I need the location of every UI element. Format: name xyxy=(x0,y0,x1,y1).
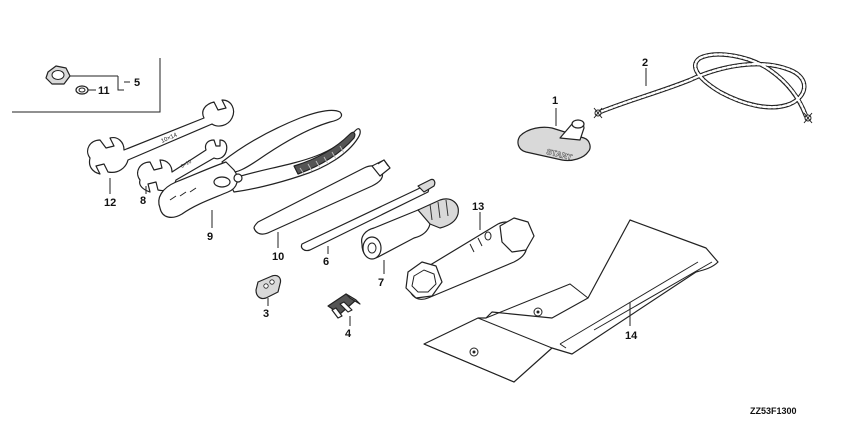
nut-part xyxy=(45,65,71,85)
open-end-wrench-8: 8×10 xyxy=(137,139,228,193)
inset-frame xyxy=(12,58,161,113)
starter-rope-2 xyxy=(593,52,813,124)
callout-10: 10 xyxy=(272,251,284,263)
callout-5: 5 xyxy=(134,77,140,89)
screwdriver-shaft-6 xyxy=(300,178,436,252)
callout-9: 9 xyxy=(207,231,213,243)
callout-6: 6 xyxy=(323,256,329,268)
callout-13: 13 xyxy=(472,201,484,213)
nut-washer-inset: 5 11 xyxy=(12,58,161,113)
diagram-code: ZZ53F1300 xyxy=(750,406,797,416)
callout-11: 11 xyxy=(98,85,110,97)
callout-2: 2 xyxy=(642,57,648,69)
washer-part xyxy=(75,85,89,95)
spark-plug-wrench-13 xyxy=(405,217,535,300)
callout-12: 12 xyxy=(104,197,116,209)
callout-14: 14 xyxy=(625,330,638,342)
wrench-8-stamp: 8×10 xyxy=(180,159,193,170)
callout-4: 4 xyxy=(345,328,352,340)
callout-7: 7 xyxy=(378,277,384,289)
fuse-part-4 xyxy=(327,293,361,319)
pliers-part xyxy=(158,109,361,218)
screwdriver-grip-10 xyxy=(253,159,391,235)
callout-8: 8 xyxy=(140,195,146,207)
plug-wrench-handle-7 xyxy=(361,198,459,260)
starter-grip-1: START xyxy=(517,119,591,162)
clip-part-3 xyxy=(255,274,282,300)
callout-1: 1 xyxy=(552,95,558,107)
callout-3: 3 xyxy=(263,308,269,320)
tool-bag-14 xyxy=(423,219,719,383)
